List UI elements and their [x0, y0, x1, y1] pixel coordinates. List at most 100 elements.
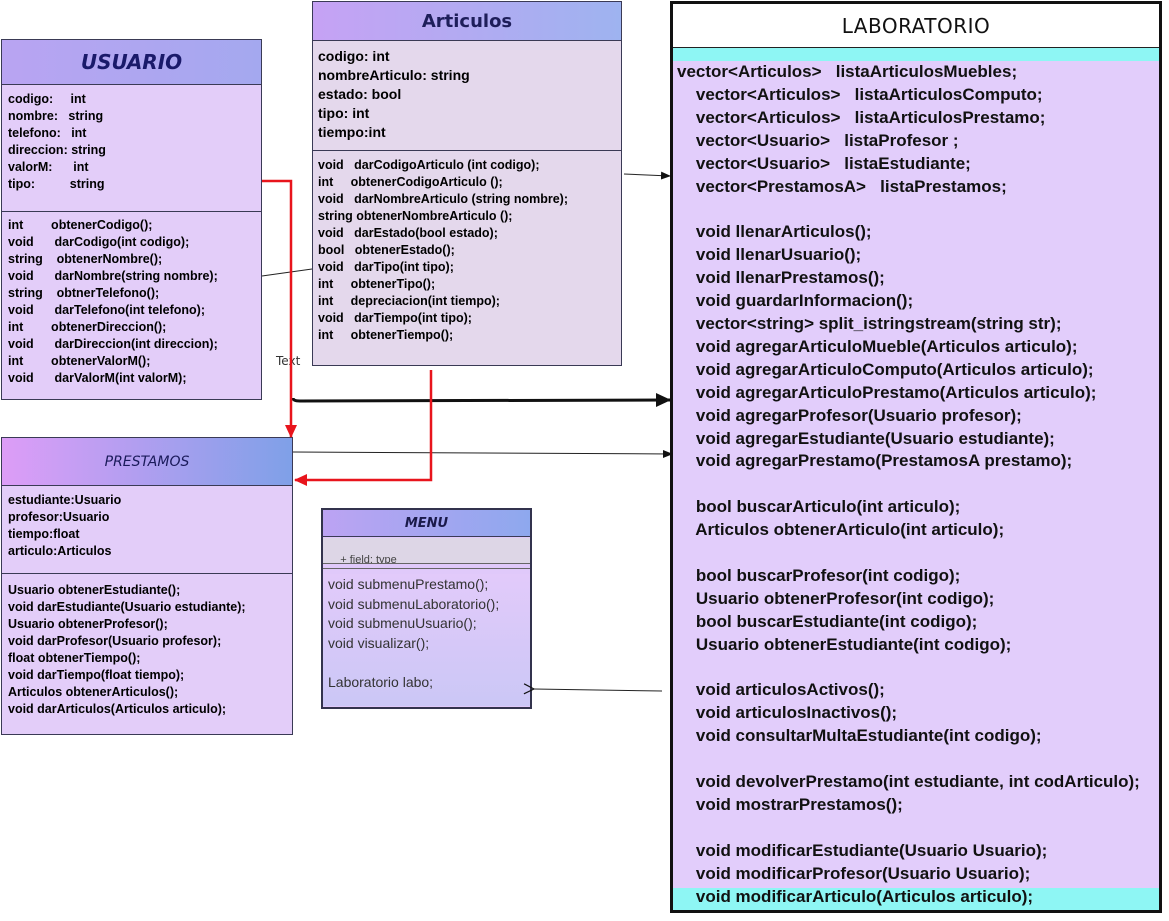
laboratorio-member: void llenarUsuario(); — [677, 245, 862, 265]
articulos-methods: void darCodigoArticulo (int codigo);int … — [313, 156, 621, 361]
laboratorio-member: Usuario obtenerEstudiante(int codigo); — [677, 634, 1012, 654]
prestamos-method: Usuario obtenerProfesor(); — [8, 617, 168, 631]
laboratorio-member: void modificarProfesor(Usuario Usuario); — [677, 863, 1031, 883]
laboratorio-member: void modificarArticulo(Articulos articul… — [677, 886, 1034, 906]
laboratorio-member: void agregarArticuloMueble(Articulos art… — [677, 336, 1078, 356]
articulos-method: int obtenerTiempo(); — [318, 328, 454, 342]
usuario-method: int obtenerCodigo(); — [8, 218, 153, 232]
usuario-attribute: tipo: string — [8, 177, 105, 191]
articulos-method: void darTipo(int tipo); — [318, 260, 454, 274]
laboratorio-members: vector<Articulos> listaArticulosMuebles;… — [673, 61, 1159, 910]
usuario-attribute: codigo: int — [8, 92, 86, 106]
prestamos-method: float obtenerTiempo(); — [8, 651, 141, 665]
usuario-method: int obtenerValorM(); — [8, 354, 151, 368]
usuario-divider — [2, 211, 261, 212]
laboratorio-member: void llenarArticulos(); — [677, 222, 872, 242]
usuario-method: void darValorM(int valorM); — [8, 371, 187, 385]
articulos-class-title: Articulos — [421, 10, 513, 32]
laboratorio-member: void mostrarPrestamos(); — [677, 795, 903, 814]
prestamos-method: Usuario obtenerEstudiante(); — [8, 583, 181, 597]
articulos-attribute: codigo: int — [318, 48, 390, 64]
usuario-class-box[interactable]: USUARIO codigo: int nombre: string telefon… — [1, 39, 262, 400]
usuario-method: void darCodigo(int codigo); — [8, 235, 190, 249]
text-label[interactable]: Text — [276, 354, 301, 368]
laboratorio-member: void agregarEstudiante(Usuario estudiant… — [677, 428, 1055, 448]
usuario-attribute: nombre: string — [8, 109, 104, 123]
laboratorio-member: vector<string> split_istringstream(strin… — [677, 313, 1062, 333]
menu-member: Laboratorio labo; — [328, 673, 434, 690]
menu-field: + field: type — [323, 538, 530, 564]
menu-member: void submenuLaboratorio(); — [328, 595, 500, 612]
laboratorio-member: void devolverPrestamo(int estudiante, in… — [677, 772, 1140, 792]
articulos-method: string obtenerNombreArticulo (); — [318, 209, 513, 223]
articulos-divider — [313, 150, 621, 151]
articulos-method: int obtenerCodigoArticulo (); — [318, 175, 503, 189]
laboratorio-member: void agregarArticuloComputo(Articulos ar… — [677, 359, 1094, 379]
articulos-attribute: nombreArticulo: string — [318, 67, 470, 83]
laboratorio-member: Articulos obtenerArticulo(int articulo); — [677, 520, 1005, 540]
laboratorio-class-title: LABORATORIO — [841, 13, 991, 38]
usuario-attribute: valorM: int — [8, 160, 89, 174]
laboratorio-class-header: LABORATORIO — [673, 4, 1159, 48]
menu-field-text: + field: type — [340, 554, 397, 564]
usuario-method: void darNombre(string nombre); — [8, 269, 218, 283]
articulos-method: int obtenerTipo(); — [318, 277, 436, 291]
articulos-method: bool obtenerEstado(); — [318, 243, 455, 257]
usuario-class-header: USUARIO — [2, 40, 261, 85]
usuario-attribute: telefono: int — [8, 126, 87, 140]
usuario-method: int obtenerDireccion(); — [8, 320, 167, 334]
articulos-attribute: tipo: int — [318, 105, 370, 121]
laboratorio-class-box[interactable]: LABORATORIO vector<Articulos> listaArtic… — [670, 1, 1162, 913]
laboratorio-bottom-highlight — [673, 888, 1159, 910]
edge-articulos-laboratorio — [623, 171, 671, 180]
articulos-attribute: estado: bool — [318, 86, 402, 102]
prestamos-attribute: articulo:Articulos — [8, 544, 112, 558]
articulos-method: void darNombreArticulo (string nombre); — [318, 192, 569, 206]
laboratorio-member: void agregarProfesor(Usuario profesor); — [677, 405, 1022, 425]
menu-class-header: MENU — [323, 510, 530, 537]
laboratorio-member: Usuario obtenerProfesor(int codigo); — [677, 588, 995, 608]
prestamos-class-header: PRESTAMOS — [2, 438, 292, 486]
laboratorio-member: bool buscarArticulo(int articulo); — [677, 497, 961, 517]
usuario-method: void darTelefono(int telefono); — [8, 303, 205, 317]
edge-thick-laboratorio — [291, 393, 671, 408]
laboratorio-member: void modificarEstudiante(Usuario Usuario… — [677, 840, 1048, 860]
usuario-methods: int obtenerCodigo(); void darCodigo(int c… — [2, 216, 261, 396]
laboratorio-member: void agregarPrestamo(PrestamosA prestamo… — [677, 451, 1073, 471]
usuario-method: void darDireccion(int direccion); — [8, 337, 218, 351]
laboratorio-top-highlight — [673, 48, 1159, 61]
laboratorio-member: vector<Articulos> listaArticulosComputo; — [677, 84, 1043, 104]
laboratorio-member: void articulosInactivos(); — [677, 703, 898, 723]
prestamos-method: void darArticulos(Articulos articulo); — [8, 702, 227, 716]
articulos-method: void darEstado(bool estado); — [318, 226, 498, 240]
menu-class-box[interactable]: MENU + field: type void submenuPrestamo(… — [321, 508, 532, 709]
prestamos-method: Articulos obtenerArticulos(); — [8, 685, 179, 699]
usuario-method: string obtenerNombre(); — [8, 252, 163, 266]
menu-member: void submenuPrestamo(); — [328, 576, 489, 592]
articulos-method: void darTiempo(int tipo); — [318, 311, 472, 325]
usuario-attribute: direccion: string — [8, 143, 106, 157]
articulos-class-box[interactable]: Articulos codigo: int nombreArticulo: str… — [312, 1, 622, 366]
edge-red-articulos-prestamos — [294, 370, 433, 486]
prestamos-attribute: tiempo:float — [8, 527, 80, 541]
prestamos-divider — [2, 573, 292, 574]
menu-member: void submenuUsuario(); — [328, 615, 477, 631]
prestamos-attribute: estudiante:Usuario — [8, 493, 122, 507]
articulos-attributes: codigo: int nombreArticulo: string estado:… — [313, 46, 621, 146]
usuario-attributes: codigo: int nombre: string telefono: int di… — [2, 90, 261, 210]
laboratorio-member: void agregarArticuloPrestamo(Articulos a… — [677, 382, 1097, 402]
prestamos-method: void darProfesor(Usuario profesor); — [8, 634, 222, 648]
laboratorio-member: void guardarInformacion(); — [677, 291, 914, 311]
prestamos-method: void darEstudiante(Usuario estudiante); — [8, 600, 246, 614]
articulos-method: int depreciacion(int tiempo); — [318, 294, 500, 308]
laboratorio-member: vector<Articulos> listaArticulosPrestamo… — [677, 107, 1046, 127]
edge-prestamos-laboratorio — [292, 449, 673, 458]
menu-divider — [323, 568, 530, 569]
articulos-attribute: tiempo:int — [318, 124, 386, 140]
usuario-method: string obtnerTelefono(); — [8, 286, 160, 300]
laboratorio-member: bool buscarProfesor(int codigo); — [677, 565, 961, 585]
prestamos-method: void darTiempo(float tiempo); — [8, 668, 185, 682]
laboratorio-member: vector<Usuario> listaEstudiante; — [677, 153, 971, 173]
